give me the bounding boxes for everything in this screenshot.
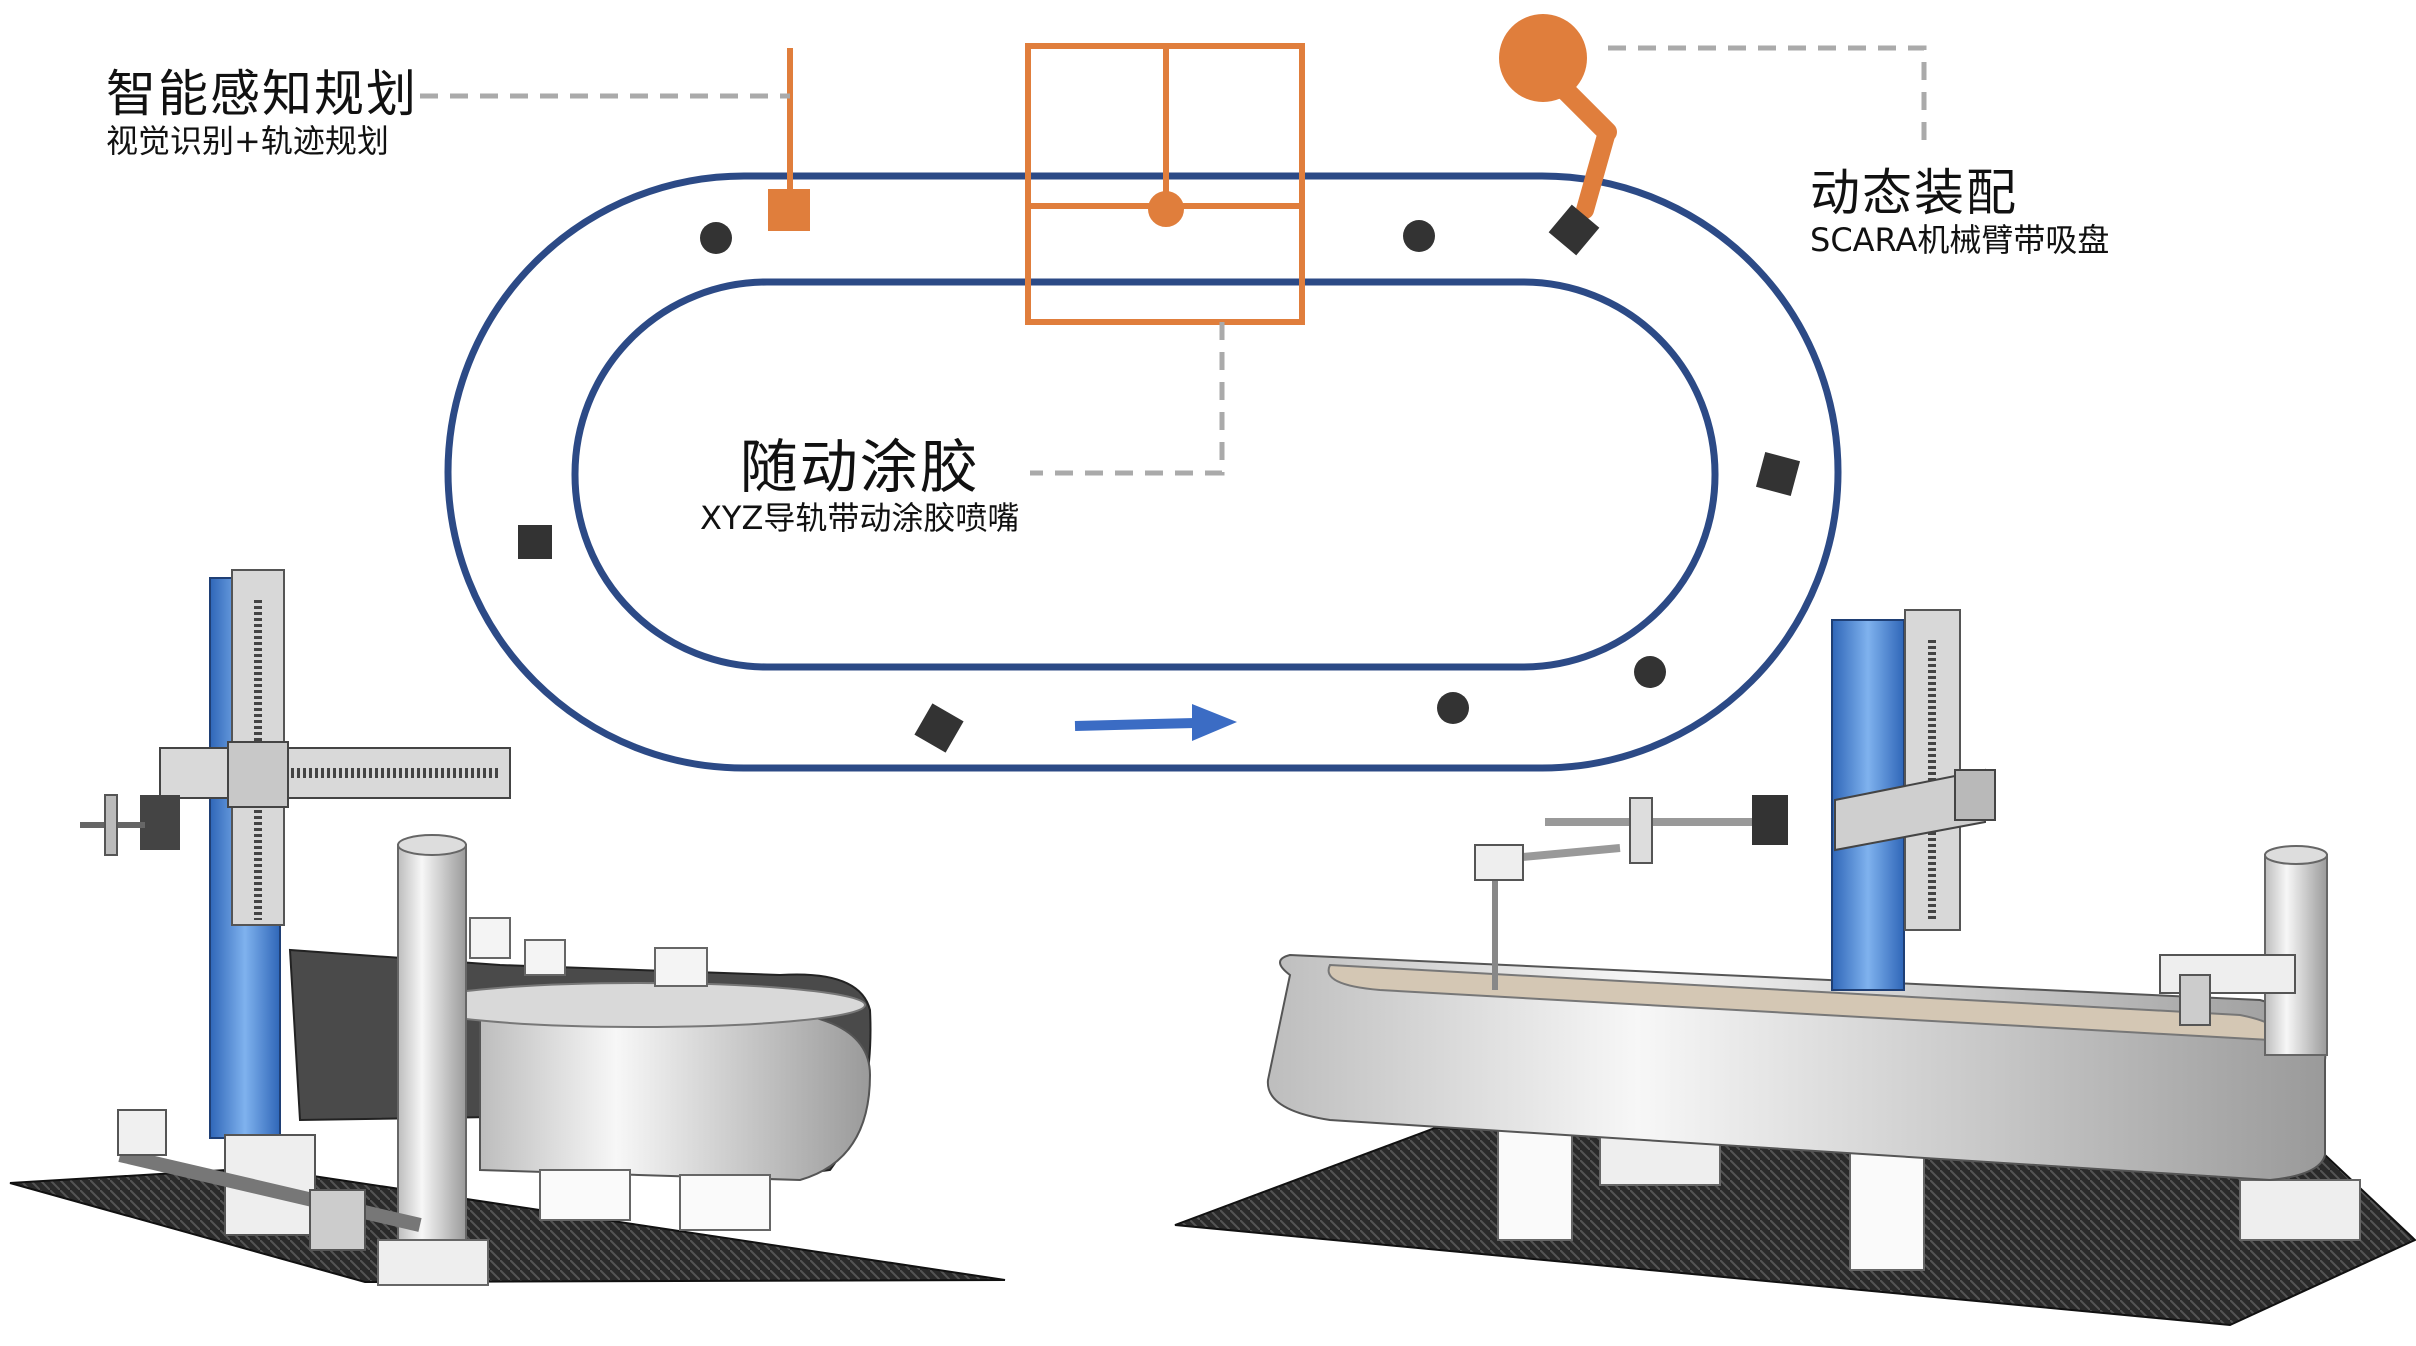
direction-arrow-icon <box>1074 704 1237 741</box>
support-post <box>397 844 467 1246</box>
gluing-title: 随动涂胶 <box>739 433 980 501</box>
base-mat <box>1174 1126 2416 1327</box>
gluing-leader <box>1030 322 1225 476</box>
assembly-subtitle: SCARA机械臂带吸盘 <box>1810 221 2110 259</box>
part-circle <box>1437 692 1469 724</box>
perception-title: 智能感知规划 <box>106 65 418 123</box>
outer-track-loop <box>444 172 1842 772</box>
part-square <box>518 525 552 559</box>
xyz-gantry-icon <box>1025 43 1305 325</box>
leader-lines <box>420 45 1927 476</box>
label-perception: 智能感知规划 视觉识别+轨迹规划 <box>106 66 418 160</box>
vision-camera-icon <box>768 48 810 231</box>
scara-arm-icon <box>1499 14 1617 256</box>
part-square <box>1755 451 1801 497</box>
label-assembly: 动态装配 SCARA机械臂带吸盘 <box>1810 165 2109 259</box>
part-circle <box>700 222 732 254</box>
label-gluing: 随动涂胶 XYZ导轨带动涂胶喷嘴 <box>700 435 1019 537</box>
assembly-title: 动态装配 <box>1810 164 2018 222</box>
assembly-leader <box>1608 45 1927 148</box>
inner-track-loop <box>571 278 1719 671</box>
part-square <box>914 703 964 753</box>
track-schematic <box>420 14 1927 772</box>
part-circle <box>1634 656 1666 688</box>
machine-render-right <box>1174 609 2416 1327</box>
conveyor-belt-curve <box>479 1008 872 1182</box>
gluing-subtitle: XYZ导轨带动涂胶喷嘴 <box>700 499 1020 537</box>
part-circle <box>1403 220 1435 252</box>
machine-render-left <box>9 569 1006 1286</box>
base-mat <box>9 1166 1006 1284</box>
perception-subtitle: 视觉识别+轨迹规划 <box>106 122 389 160</box>
